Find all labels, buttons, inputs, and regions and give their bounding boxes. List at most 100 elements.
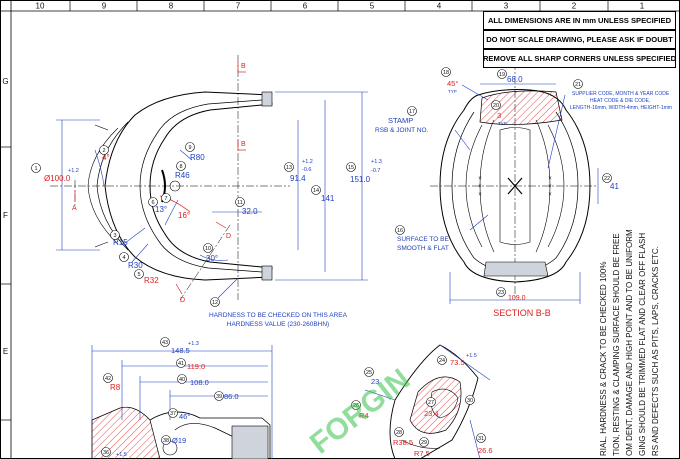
stamp-mark: × (478, 184, 482, 190)
vertical-note-line: OM DENT, DAMAGE AND HIGH POINT AND TO BE… (625, 229, 634, 456)
dim-141: 141 (321, 194, 335, 203)
col-label: 3 (504, 2, 509, 11)
dim-angle16: 16° (178, 211, 190, 220)
vertical-note-line: GING SHOULD BE TRIMMED FLAT AND CLEAR OF… (638, 233, 647, 456)
balloon: 26 (353, 403, 359, 409)
balloon: 31 (478, 436, 484, 442)
balloon: 16 (397, 228, 403, 234)
dim-r15: R15 (113, 238, 128, 247)
supplier-note-line: LENGTH-16mm, WIDTH-4mm, HEIGHT-1mm (570, 105, 672, 111)
balloon: 22 (604, 176, 610, 182)
balloon: 38 (163, 438, 169, 444)
balloon: 21 (575, 82, 581, 88)
dim-26: 26.6 (478, 446, 493, 455)
dim-tol-15: +1.5 (116, 452, 127, 458)
row-label: F (3, 211, 8, 220)
dim-angle46: 46° (179, 412, 190, 421)
row-tick-marks (0, 146, 11, 421)
note-sharp-corners: REMOVE ALL SHARP CORNERS UNLESS SPECIFIE… (483, 49, 676, 68)
balloon: 25 (366, 370, 372, 376)
balloon: 10 (205, 246, 211, 252)
balloon: 23 (498, 290, 504, 296)
row-labels: G F E (2, 77, 8, 356)
yoke-side-view: B B A D D Ø100.0 +1.2 4° R80 R46 13° 16°… (31, 55, 382, 328)
surface-note-1: SURFACE TO BE (397, 236, 449, 243)
dim-r4: R4 (359, 411, 369, 420)
dim-151-tol-dn: -0.7 (371, 168, 380, 174)
supplier-note-line: HEAT CODE & DIE CODE, (590, 98, 650, 104)
balloon: 17 (409, 109, 415, 115)
section-mark-a: A (72, 205, 77, 212)
dim-86: 86.0 (224, 392, 239, 401)
balloon: 2 (102, 148, 105, 154)
dim-angle45: 45° (447, 79, 458, 88)
dim-r38: R38.5 (393, 438, 413, 447)
balloon: 13 (286, 165, 292, 171)
balloon: 28 (396, 430, 402, 436)
surface-note-2: SMOOTH & FLAT (397, 245, 449, 252)
dim-r8: R8 (110, 383, 121, 392)
dim-73-tol: +1.5 (466, 353, 477, 359)
dim-r75: R7.5 (414, 449, 430, 458)
balloon: 30 (467, 398, 473, 404)
dim-109: 109.0 (508, 295, 526, 302)
dim-23-4: 23.4 (424, 409, 439, 418)
balloon: 39 (216, 394, 222, 400)
balloon: 11 (237, 200, 243, 206)
dim-148: 148.5 (171, 346, 190, 355)
section-bb-view: × × × × × × 45° TYP 68.0 3 TYP 41 109.0 … (375, 62, 672, 318)
dim-148-tol: +1.3 (188, 341, 199, 347)
dim-dia19: Ø19 (172, 436, 186, 445)
note-dimensions: ALL DIMENSIONS ARE IN mm UNLESS SPECIFIE… (483, 11, 676, 30)
balloon: 6 (151, 200, 154, 206)
dim-dia100: Ø100.0 (44, 174, 71, 183)
vertical-notes: RIAL, HARDNESS & CRACK TO BE CHECKED 100… (599, 229, 660, 456)
dim-41: 41 (610, 182, 619, 191)
col-label: 5 (370, 2, 375, 11)
dim-r32: R32 (144, 276, 159, 285)
hardness-note-2: HARDNESS VALUE (230-260BHN) (227, 321, 329, 328)
balloon: 7 (164, 196, 167, 202)
balloon: 42 (105, 376, 111, 382)
vertical-note-line: RS AND DEFECTS SUCH AS PITS, LAPS, CRACK… (651, 246, 660, 456)
vertical-note-line: TION, RESTING & CLAMPING SURFACE SHOULD … (612, 233, 621, 456)
supplier-note-line: SUPPLIER CODE, MONTH & YEAR CODE (572, 91, 670, 97)
section-mark-d: D (226, 233, 231, 240)
dim-typ: TYP (448, 89, 457, 94)
row-label: E (3, 347, 8, 356)
column-labels: 10 9 8 7 6 5 4 3 2 1 (36, 2, 645, 11)
dim-119: 119.0 (187, 362, 205, 371)
stamp-mark: × (478, 176, 482, 182)
balloon: 12 (212, 300, 218, 306)
balloon: 27 (428, 400, 434, 406)
column-tick-marks (69, 0, 609, 11)
row-label: G (2, 77, 8, 86)
dim-91: 91.4 (290, 174, 306, 183)
balloon: 36 (103, 450, 109, 456)
dim-3-typ: TYP (498, 121, 507, 126)
dim-91-tol-up: +1.2 (302, 159, 313, 165)
dim-151-tol-up: +1.3 (371, 159, 382, 165)
col-label: 8 (169, 2, 174, 11)
balloon: 5 (137, 272, 140, 278)
dim-r46: R46 (175, 171, 190, 180)
dim-151: 151.0 (350, 175, 371, 184)
dim-r80: R80 (190, 153, 205, 162)
dim-91-tol-dn: -0.6 (302, 167, 311, 173)
stamp-mark: × (548, 176, 552, 182)
col-label: 10 (36, 2, 45, 11)
section-mark-d: D (180, 297, 185, 304)
stamp-mark: × (478, 192, 482, 198)
section-mark-b: B (241, 63, 246, 70)
balloon: 8 (179, 164, 182, 170)
col-label: 2 (572, 2, 577, 11)
col-label: 7 (236, 2, 241, 11)
section-mark-b: B (241, 141, 246, 148)
lower-left-view: 148.5 +1.3 119.0 108.0 86.0 R8 46° Ø19 +… (91, 337, 273, 459)
col-label: 9 (102, 2, 107, 11)
balloon: 37 (170, 411, 176, 417)
balloon: 29 (421, 440, 427, 446)
dim-r30: R30 (128, 261, 143, 270)
